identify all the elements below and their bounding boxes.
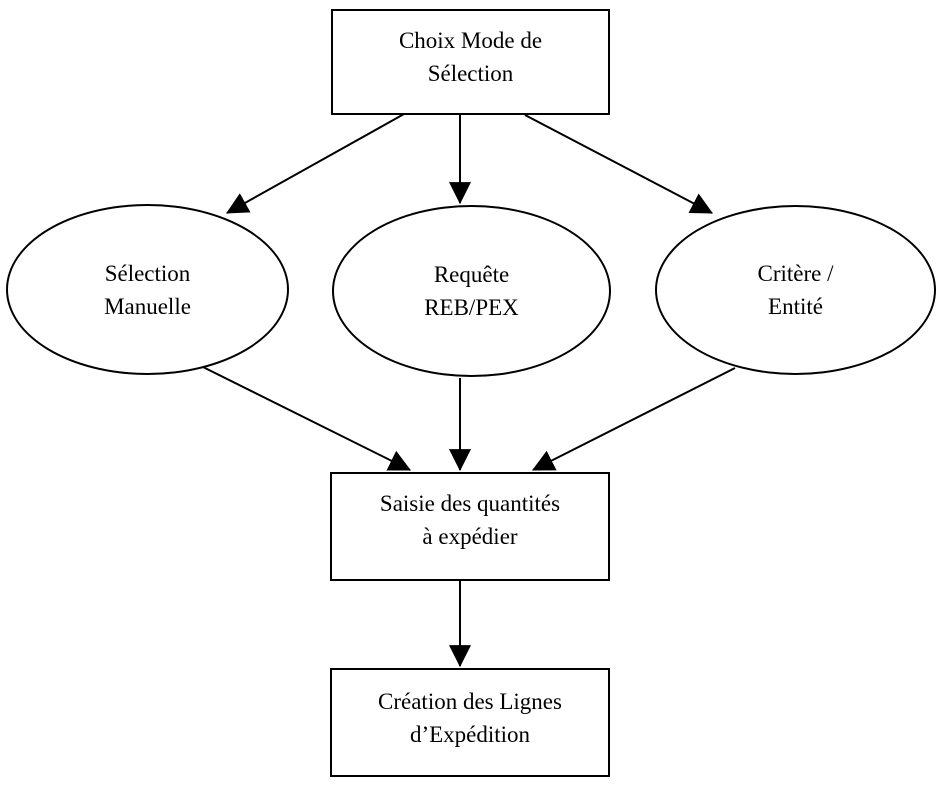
node-label-line: à expédier: [422, 523, 518, 549]
node-label-line: Saisie des quantités: [379, 490, 561, 516]
node-label-line: Requête: [433, 262, 510, 287]
node-saisie-des-quantites: Saisie des quantités à expédier: [330, 472, 610, 581]
arrow-choix-to-critere: [524, 114, 713, 214]
node-creation-des-lignes: Création des Lignes d’Expédition: [330, 668, 610, 777]
node-label-line: Sélection: [427, 61, 514, 86]
node-requete-reb-pex: Requête REB/PEX: [332, 205, 611, 377]
node-label-line: REB/PEX: [424, 295, 519, 320]
arrow-selection-manuelle-to-saisie: [202, 366, 411, 471]
node-choix-mode-de-selection: Choix Mode de Sélection: [331, 9, 610, 115]
node-label-line: Manuelle: [104, 293, 191, 319]
node-selection-manuelle: Sélection Manuelle: [6, 204, 289, 375]
arrow-choix-to-selection-manuelle: [226, 113, 405, 214]
node-label-line: Critère /: [757, 261, 834, 286]
node-label-line: Sélection: [104, 260, 191, 286]
node-critere-entite: Critère / Entité: [655, 205, 936, 375]
node-label-line: Création des Lignes: [378, 688, 562, 714]
node-label-line: d’Expédition: [409, 721, 531, 747]
arrow-critere-to-saisie: [532, 367, 736, 471]
node-label-line: Entité: [768, 294, 823, 319]
node-label-line: Choix Mode de: [398, 28, 543, 53]
